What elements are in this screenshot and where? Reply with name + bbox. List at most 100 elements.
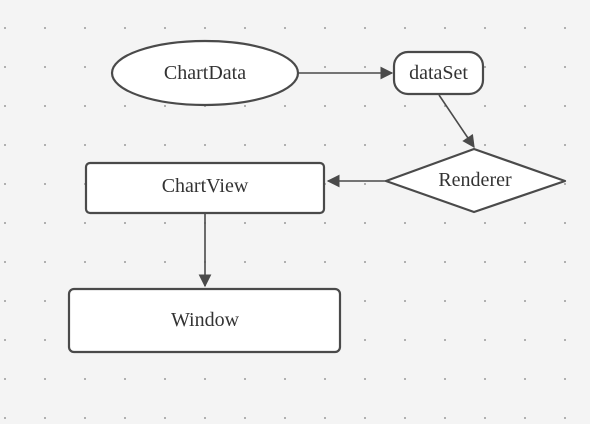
node-dataset[interactable]: dataSet bbox=[392, 50, 485, 96]
grid-dot bbox=[444, 27, 446, 29]
grid-dot bbox=[84, 417, 86, 419]
grid-dot bbox=[4, 144, 6, 146]
grid-dot bbox=[124, 105, 126, 107]
grid-dot bbox=[524, 144, 526, 146]
grid-dot bbox=[44, 378, 46, 380]
grid-dot bbox=[444, 222, 446, 224]
node-renderer-shape bbox=[384, 147, 567, 214]
grid-dot bbox=[84, 261, 86, 263]
grid-dot bbox=[404, 261, 406, 263]
grid-dot bbox=[364, 300, 366, 302]
grid-dot bbox=[164, 417, 166, 419]
node-chartview[interactable]: ChartView bbox=[84, 161, 326, 215]
grid-dot bbox=[564, 300, 566, 302]
grid-dot bbox=[84, 378, 86, 380]
node-chartdata[interactable]: ChartData bbox=[110, 39, 300, 107]
grid-dot bbox=[284, 417, 286, 419]
grid-dot bbox=[244, 27, 246, 29]
grid-dot bbox=[324, 417, 326, 419]
node-chartview-label: ChartView bbox=[162, 175, 249, 197]
grid-dot bbox=[84, 105, 86, 107]
grid-dot bbox=[124, 144, 126, 146]
grid-dot bbox=[244, 144, 246, 146]
grid-dot bbox=[84, 66, 86, 68]
grid-dot bbox=[44, 27, 46, 29]
grid-dot bbox=[564, 339, 566, 341]
grid-dot bbox=[204, 378, 206, 380]
grid-dot bbox=[524, 378, 526, 380]
grid-dot bbox=[204, 144, 206, 146]
grid-dot bbox=[4, 27, 6, 29]
grid-dot bbox=[44, 300, 46, 302]
grid-dot bbox=[44, 417, 46, 419]
grid-dot bbox=[484, 378, 486, 380]
grid-dot bbox=[484, 105, 486, 107]
grid-dot bbox=[324, 144, 326, 146]
grid-dot bbox=[404, 378, 406, 380]
grid-dot bbox=[164, 105, 166, 107]
grid-dot bbox=[484, 300, 486, 302]
grid-dot bbox=[244, 378, 246, 380]
grid-dot bbox=[484, 417, 486, 419]
grid-dot bbox=[244, 261, 246, 263]
grid-dot bbox=[44, 261, 46, 263]
grid-dot bbox=[444, 300, 446, 302]
grid-dot bbox=[324, 222, 326, 224]
grid-dot bbox=[164, 144, 166, 146]
grid-dot bbox=[364, 339, 366, 341]
grid-dot bbox=[44, 222, 46, 224]
grid-dot bbox=[84, 222, 86, 224]
grid-dot bbox=[4, 66, 6, 68]
grid-dot bbox=[124, 261, 126, 263]
grid-dot bbox=[364, 261, 366, 263]
grid-dot bbox=[4, 105, 6, 107]
grid-dot bbox=[404, 222, 406, 224]
grid-dot bbox=[324, 27, 326, 29]
grid-dot bbox=[4, 378, 6, 380]
grid-dot bbox=[204, 417, 206, 419]
grid-dot bbox=[444, 417, 446, 419]
grid-dot bbox=[4, 417, 6, 419]
grid-dot bbox=[484, 27, 486, 29]
grid-dot bbox=[524, 105, 526, 107]
grid-dot bbox=[164, 261, 166, 263]
grid-dot bbox=[44, 105, 46, 107]
grid-dot bbox=[84, 27, 86, 29]
grid-dot bbox=[284, 222, 286, 224]
grid-dot bbox=[164, 222, 166, 224]
grid-dot bbox=[364, 378, 366, 380]
grid-dot bbox=[524, 300, 526, 302]
grid-dot bbox=[84, 144, 86, 146]
grid-dot bbox=[404, 417, 406, 419]
node-renderer[interactable]: Renderer bbox=[384, 147, 567, 214]
grid-dot bbox=[444, 261, 446, 263]
grid-dot bbox=[564, 66, 566, 68]
grid-dot bbox=[324, 66, 326, 68]
grid-dot bbox=[444, 144, 446, 146]
grid-dot bbox=[564, 417, 566, 419]
node-chartdata-shape bbox=[110, 39, 300, 107]
grid-dot bbox=[364, 222, 366, 224]
grid-dot bbox=[564, 27, 566, 29]
grid-dot bbox=[564, 261, 566, 263]
grid-dot bbox=[204, 27, 206, 29]
grid-dot bbox=[324, 261, 326, 263]
grid-dot bbox=[404, 144, 406, 146]
grid-dot bbox=[564, 183, 566, 185]
grid-dot bbox=[524, 339, 526, 341]
grid-dot bbox=[524, 27, 526, 29]
grid-dot bbox=[124, 222, 126, 224]
grid-dot bbox=[284, 261, 286, 263]
grid-dot bbox=[484, 261, 486, 263]
grid-dot bbox=[44, 144, 46, 146]
grid-dot bbox=[4, 339, 6, 341]
grid-dot bbox=[4, 261, 6, 263]
grid-dot bbox=[364, 66, 366, 68]
grid-dot bbox=[564, 144, 566, 146]
grid-dot bbox=[124, 417, 126, 419]
grid-dot bbox=[564, 222, 566, 224]
node-chartdata-label: ChartData bbox=[164, 62, 246, 84]
node-window[interactable]: Window bbox=[67, 287, 342, 354]
grid-dot bbox=[404, 27, 406, 29]
grid-dot bbox=[484, 339, 486, 341]
